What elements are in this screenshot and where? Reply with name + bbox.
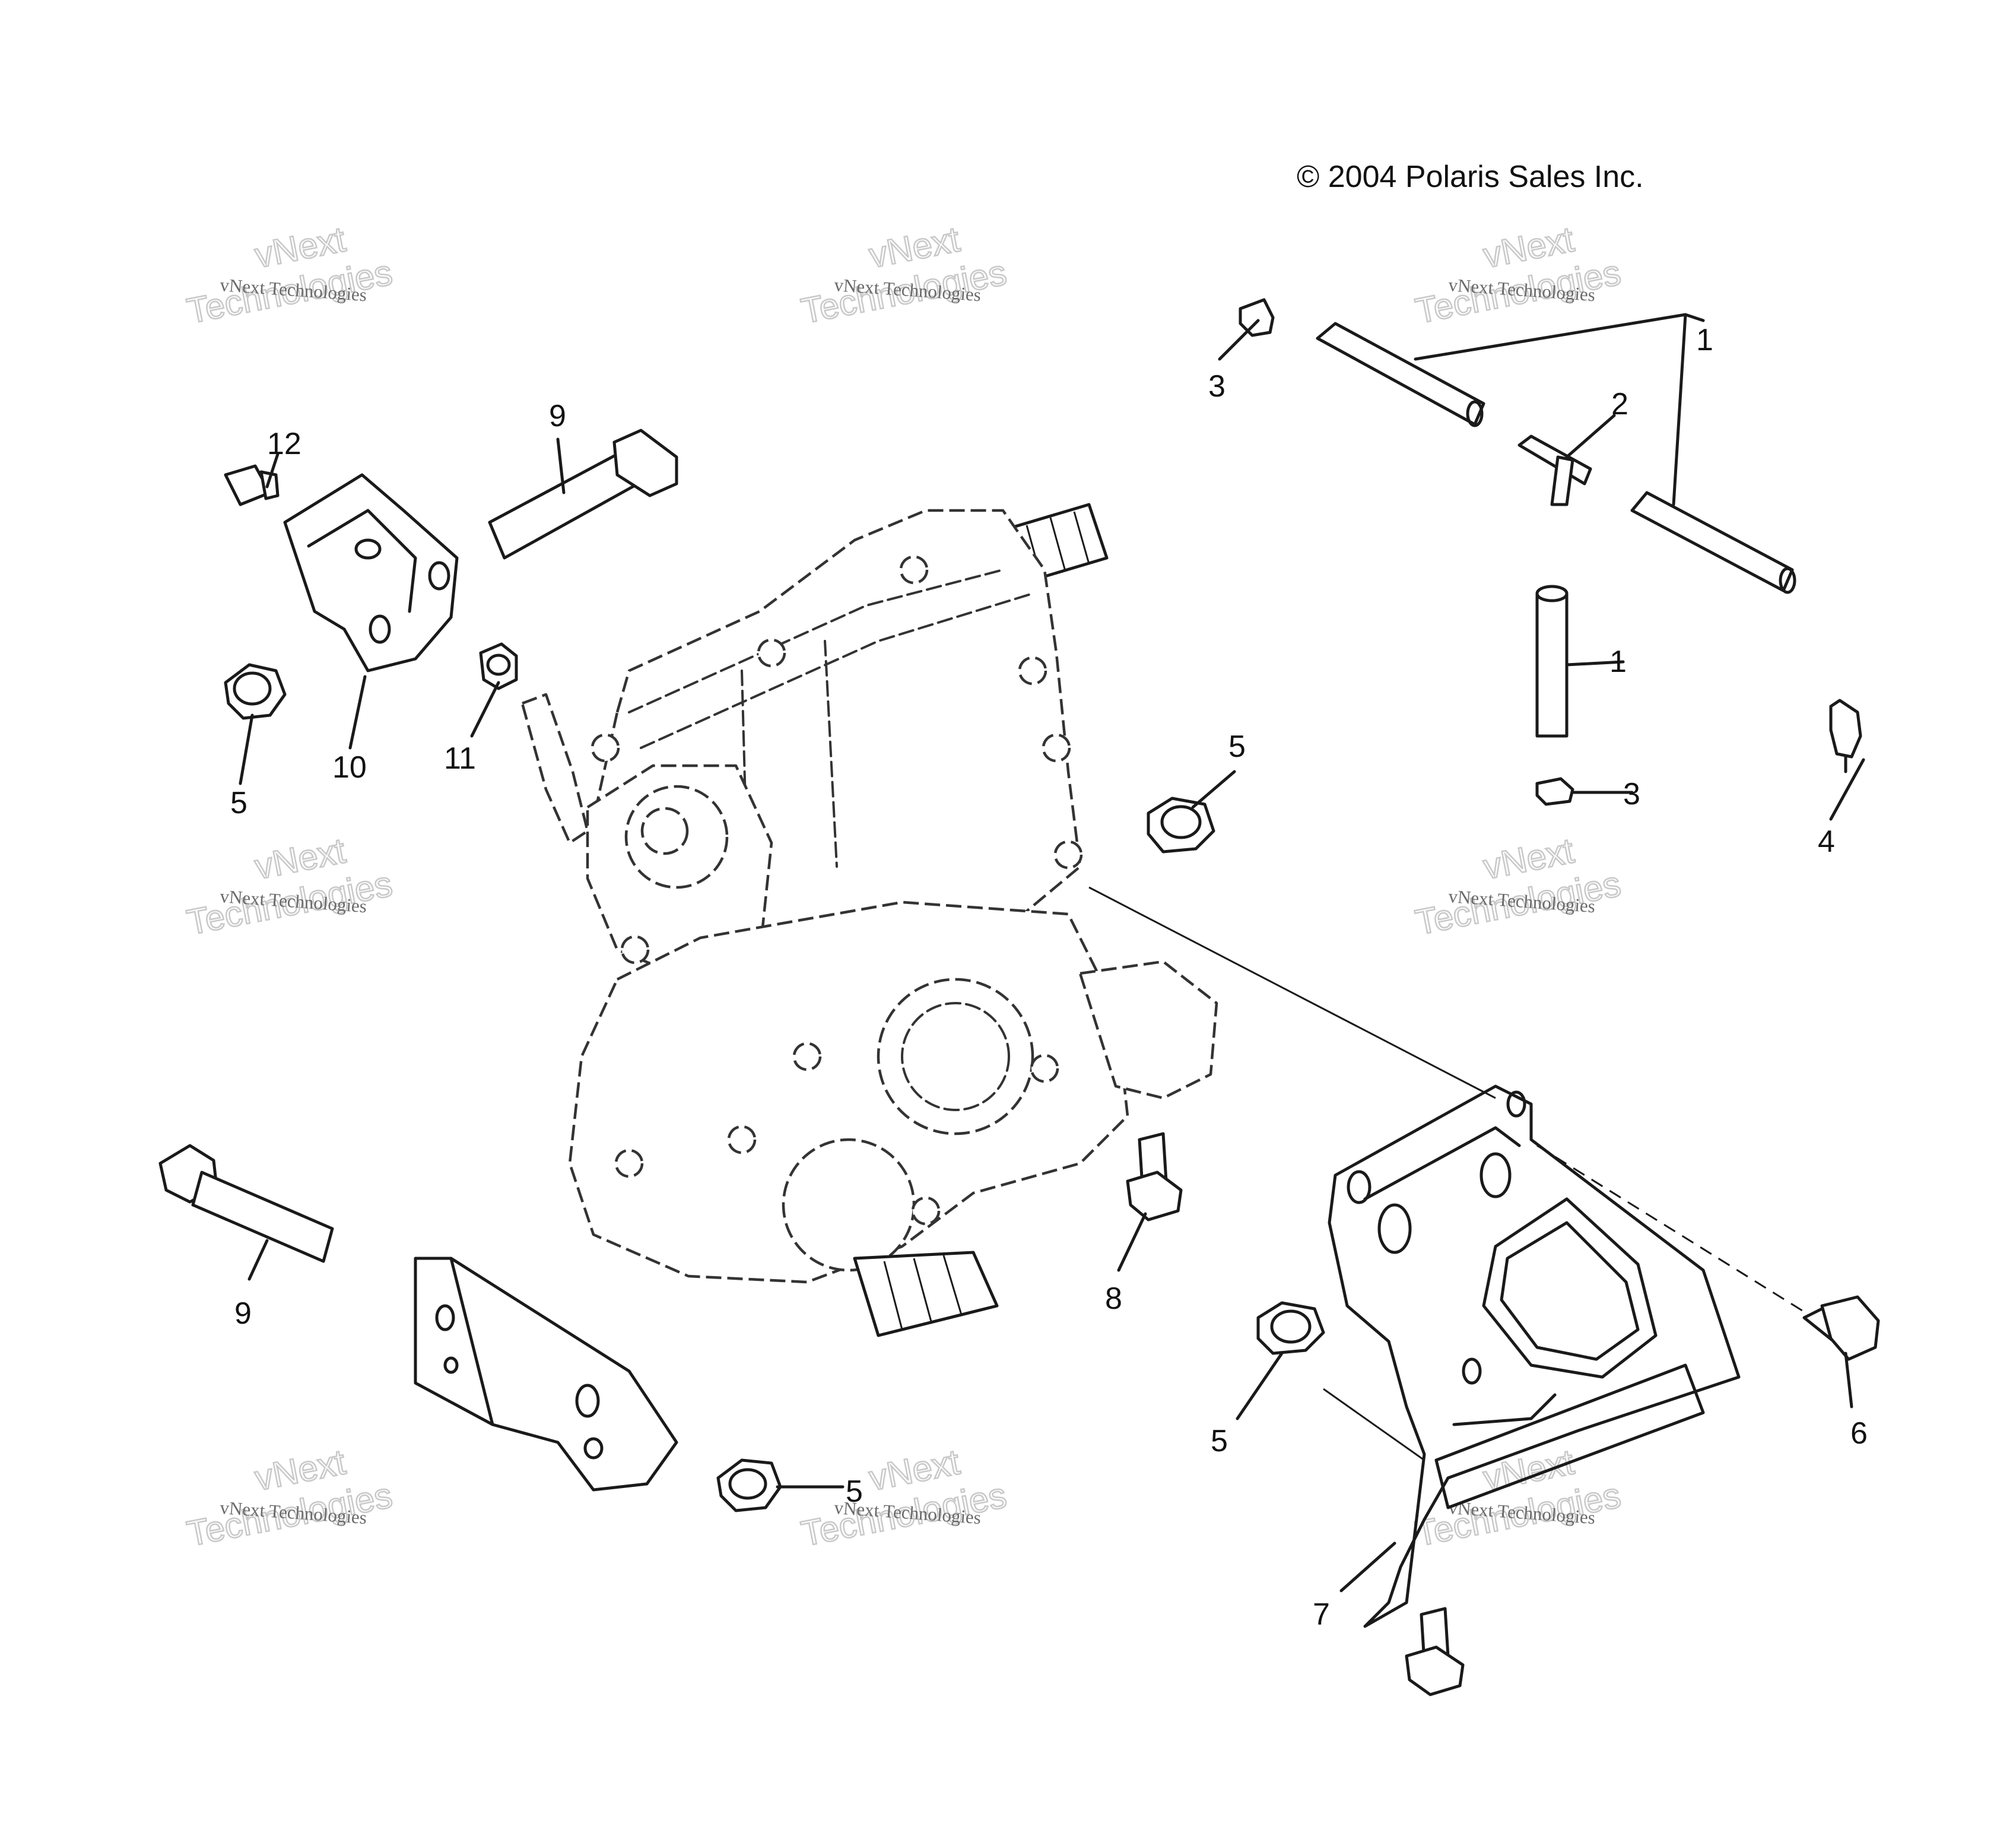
callout-3-lower: 3: [1623, 777, 1640, 811]
bolt-head: [792, 1042, 822, 1071]
bearing-center: [640, 807, 689, 855]
part-5-nut-middle: [1147, 797, 1215, 854]
leader-5-left: [239, 713, 254, 785]
leader-3-upper: [1218, 319, 1260, 361]
bolt-head: [911, 1196, 941, 1226]
bolt-head: [1018, 656, 1047, 686]
leader-lines: [239, 313, 1865, 1593]
callout-1-vertical: 1: [1609, 645, 1627, 679]
right-side-mount: [1078, 960, 1218, 1100]
callouts: 12 9 10 5 11 3 1 2 1 3 4 5 8 5 6 7 9 5: [230, 323, 1868, 1632]
part-4-clip: [1829, 699, 1862, 773]
leader-12: [265, 452, 280, 488]
lower-left-bracket: [414, 1257, 678, 1492]
watermark-6: vNext Technologies: [1411, 830, 1624, 943]
part-3-clamp-lower: [1535, 777, 1574, 806]
assembly-line-plate: [1323, 1388, 1425, 1461]
part-1-hose-right: [1630, 491, 1796, 594]
watermark-8: vNext Technologies: [797, 1441, 1010, 1555]
bolt-head: [899, 555, 929, 585]
watermark-7: vNext Technologies: [183, 1441, 396, 1555]
callout-11: 11: [444, 741, 476, 776]
part-5-nut-left: [224, 663, 287, 720]
callout-12: 12: [267, 427, 301, 461]
callout-9-upper: 9: [549, 399, 566, 433]
upper-case-ridge: [628, 569, 1004, 713]
leader-9-upper: [556, 437, 566, 494]
part-9-bolt-upper: [488, 429, 678, 560]
shift-arm: [520, 693, 589, 845]
bolt-head: [1053, 840, 1083, 870]
leader-7: [1339, 1541, 1396, 1593]
callout-3-upper: 3: [1208, 369, 1226, 404]
leader-11: [470, 681, 500, 738]
leader-8: [1117, 1212, 1147, 1272]
bolt-head: [727, 1125, 757, 1154]
leader-9-lower: [247, 1239, 269, 1281]
copyright-text: © 2004 Polaris Sales Inc.: [1297, 160, 1644, 194]
callout-5-plate: 5: [1211, 1424, 1228, 1458]
callout-8: 8: [1105, 1281, 1122, 1316]
part-11-nut: [479, 642, 518, 690]
leader-2: [1565, 414, 1616, 459]
callout-1-upper: 1: [1696, 323, 1713, 357]
callout-6: 6: [1850, 1416, 1868, 1451]
assembly-line-right: [1536, 1144, 1805, 1313]
part-1-hose-vertical: [1535, 585, 1569, 738]
case-bolts: [590, 555, 1083, 1226]
part-6-bolt: [1802, 1295, 1880, 1361]
leader-4: [1829, 758, 1865, 821]
part-7-mount-plate: [1328, 1084, 1741, 1628]
part-5-nut-bottom: [716, 1458, 782, 1512]
callout-7: 7: [1313, 1597, 1330, 1632]
callout-5-bottom: 5: [846, 1474, 863, 1509]
leader-5-plate: [1236, 1352, 1284, 1420]
lower-output-shaft: [853, 1251, 999, 1337]
part-3-clamp-upper: [1239, 298, 1275, 337]
callout-5-left: 5: [230, 786, 247, 820]
shaft-splines: [883, 1255, 963, 1330]
watermark-4: vNext Technologies: [183, 830, 396, 943]
part-1-hose-upper: [1316, 322, 1485, 427]
lower-bearing-inner: [901, 1002, 1010, 1111]
leader-1: [1414, 313, 1705, 506]
upper-case-ridge: [640, 592, 1034, 749]
part-12-bolt: [224, 464, 280, 506]
part-10-bracket: [283, 473, 459, 672]
part-9-bolt-lower: [158, 1144, 334, 1263]
callout-9-lower: 9: [234, 1296, 252, 1331]
output-boss: [782, 1138, 916, 1272]
bolt-head: [757, 638, 786, 668]
leader-6: [1844, 1352, 1853, 1409]
part-8-bolt: [1126, 1132, 1183, 1222]
watermark-1: vNext Technologies: [183, 218, 396, 332]
callout-5-middle: 5: [1228, 729, 1246, 764]
bolt-head: [614, 1149, 644, 1178]
bolt-head: [1042, 733, 1071, 763]
callout-4: 4: [1818, 824, 1835, 859]
callout-10: 10: [332, 750, 367, 785]
transmission-assembly: [520, 503, 1218, 1337]
part-5-nut-plate: [1256, 1301, 1325, 1355]
leader-5-middle: [1191, 770, 1236, 809]
bolt-head: [590, 733, 620, 763]
watermark-2: vNext Technologies: [797, 218, 1010, 332]
assembly-line: [1088, 886, 1496, 1099]
leader-1-vertical: [1565, 660, 1625, 667]
watermark-3: vNext Technologies: [1411, 218, 1624, 332]
part-2-tee-fitting: [1517, 434, 1592, 506]
bolt-head: [620, 935, 650, 965]
part-bolt-bottom: [1405, 1607, 1465, 1696]
leader-10: [348, 675, 367, 750]
bolt-head: [1030, 1054, 1059, 1083]
callout-2: 2: [1611, 387, 1628, 421]
